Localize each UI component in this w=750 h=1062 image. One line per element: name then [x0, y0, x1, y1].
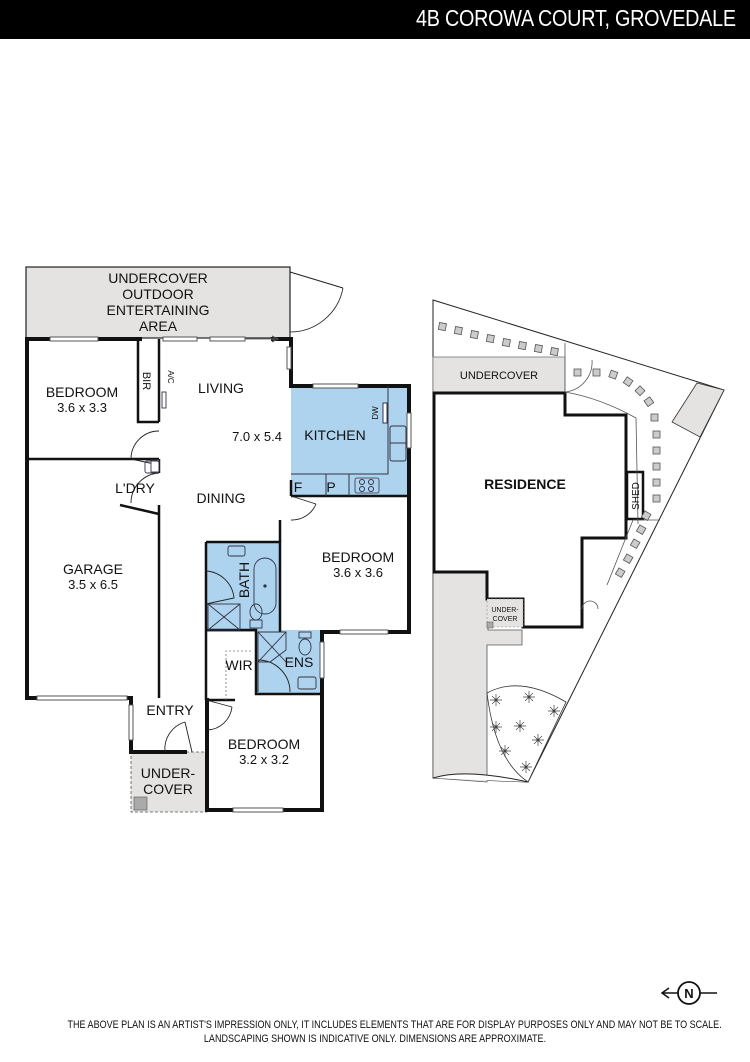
site-small-undercover-label: UNDER- [491, 607, 519, 614]
outdoor-area-label: ENTERTAINING [107, 302, 210, 318]
bathtub-icon [253, 557, 277, 615]
pantry-label: P [326, 479, 335, 495]
bedroom3-label: BEDROOM [228, 736, 300, 752]
north-label: N [684, 986, 693, 1001]
bedroom1-dimensions: 3.6 x 3.3 [57, 400, 107, 415]
bir-label: BIR [140, 372, 152, 390]
site-small-undercover-label: COVER [493, 616, 518, 623]
living-dimensions: 7.0 x 5.4 [232, 429, 282, 444]
bath-area [206, 542, 280, 632]
site-plan: UNDERCOVER RESIDENCE SHED UNDER- COVER [432, 299, 725, 783]
residence-label: RESIDENCE [484, 476, 566, 492]
gate-door-icon [289, 271, 344, 289]
kitchen-fixtures [291, 386, 407, 496]
ac-label: A/C [166, 370, 175, 384]
stepping-stones [437, 322, 661, 579]
disclaimer-line-1: THE ABOVE PLAN IS AN ARTIST'S IMPRESSION… [67, 1019, 722, 1031]
disclaimer-text: THE ABOVE PLAN IS AN ARTIST'S IMPRESSION… [0, 1018, 750, 1046]
bedroom1-label: BEDROOM [46, 384, 118, 400]
front-undercover-label: UNDER- [141, 765, 196, 781]
outdoor-area-label: OUTDOOR [122, 286, 194, 302]
bedroom3-dimensions: 3.2 x 3.2 [239, 752, 289, 767]
ensuite-label: ENS [285, 654, 314, 670]
basin-icon [227, 545, 246, 557]
bath-label: BATH [236, 562, 252, 598]
property-address-title: 4B COROWA COURT, GROVEDALE [416, 5, 736, 31]
cooktop-icon [354, 477, 380, 494]
residence-building [432, 391, 628, 629]
entry-label: ENTRY [146, 702, 194, 718]
site-undercover-label: UNDERCOVER [460, 370, 538, 382]
garage-label: GARAGE [63, 561, 123, 577]
outdoor-area-label: UNDERCOVER [108, 270, 208, 286]
outdoor-area-label: AREA [139, 318, 178, 334]
living-label: LIVING [198, 380, 244, 396]
header-bar: 4B COROWA COURT, GROVEDALE [0, 0, 750, 39]
fridge-label: F [294, 479, 303, 495]
shed-building [625, 470, 645, 521]
laundry-label: L'DRY [115, 480, 155, 496]
room-labels: UNDERCOVER OUTDOOR ENTERTAINING AREA BED… [46, 270, 394, 797]
bedroom2-dimensions: 3.6 x 3.6 [333, 565, 383, 580]
garden-bed [486, 685, 567, 783]
dining-label: DINING [197, 490, 246, 506]
garage-dimensions: 3.5 x 6.5 [68, 577, 118, 592]
wir-label: WIR [225, 657, 252, 673]
kitchen-area [291, 386, 409, 496]
disclaimer-line-2: LANDSCAPING SHOWN IS INDICATIVE ONLY. DI… [203, 1033, 547, 1045]
bedroom2-label: BEDROOM [322, 549, 394, 565]
front-undercover-label: COVER [143, 781, 193, 797]
plant-icons [490, 691, 560, 773]
shower-icon [207, 603, 241, 631]
kitchen-label: KITCHEN [304, 427, 365, 443]
shed-label: SHED [631, 482, 642, 510]
floor-plan: UNDERCOVER OUTDOOR ENTERTAINING AREA BED… [25, 266, 412, 813]
north-compass-icon: N [660, 981, 717, 1005]
bathroom-fixtures [144, 391, 317, 690]
dishwasher-label: DW [371, 406, 380, 420]
outdoor-entertaining-area [25, 266, 291, 339]
